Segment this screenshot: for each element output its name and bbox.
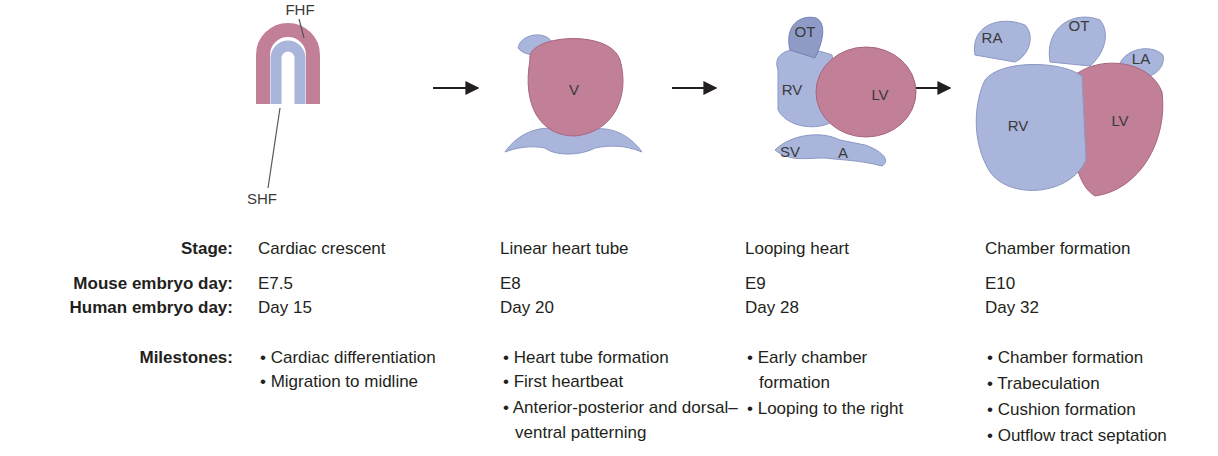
milestone-item: • Outflow tract septation: [987, 423, 1167, 448]
milestone-item: • Heart tube formation: [503, 345, 669, 370]
stage-name: Chamber formation: [985, 236, 1131, 261]
heart-label: A: [838, 144, 848, 162]
right-atrium: [974, 21, 1030, 62]
outflow-tract: [1049, 17, 1105, 66]
atrium: [775, 135, 886, 166]
embryo-day: Day 32: [985, 295, 1039, 320]
milestone-item: • Cardiac differentiation: [260, 345, 436, 370]
heart-label: FHF: [285, 1, 314, 19]
stage-name: Cardiac crescent: [258, 236, 386, 261]
row-header: Human embryo day:: [70, 295, 233, 320]
stage-arrow: [433, 87, 478, 89]
leader-line: [299, 19, 304, 38]
milestone-item: • Migration to midline: [260, 369, 418, 394]
heart-label: OT: [795, 23, 816, 41]
right-ventricle: [976, 64, 1086, 190]
ventricle: [528, 39, 623, 136]
leader-line: [268, 108, 280, 188]
heart-label: LA: [1132, 50, 1150, 68]
embryo-day: E10: [985, 271, 1015, 296]
embryo-day: Day 28: [745, 295, 799, 320]
crescent-fhf: [263, 30, 313, 104]
milestone-item: • Anterior-posterior and dorsal–ventral …: [503, 395, 760, 445]
embryo-day: E9: [745, 271, 766, 296]
stage-name: Looping heart: [745, 236, 849, 261]
row-header: Stage:: [181, 236, 233, 261]
milestone-item: • Looping to the right: [747, 396, 903, 421]
milestone-item: • Chamber formation: [987, 345, 1143, 370]
embryo-day: Day 20: [500, 295, 554, 320]
heart-label: OT: [1069, 17, 1090, 35]
outflow-tract: [789, 17, 823, 58]
heart-label: V: [569, 81, 579, 99]
embryo-day: E8: [500, 271, 521, 296]
left-ventricle: [816, 47, 916, 137]
milestone-item: • First heartbeat: [503, 369, 623, 394]
heart-label: RV: [1008, 117, 1029, 135]
embryo-day: E7.5: [258, 271, 293, 296]
row-header: Mouse embryo day:: [73, 271, 233, 296]
heart-label: RA: [982, 29, 1003, 47]
heart-label: RV: [782, 81, 803, 99]
milestone-item: • Early chamber formation: [747, 345, 899, 395]
milestone-item: • Cushion formation: [987, 397, 1136, 422]
heart-label: SV: [780, 143, 800, 161]
crescent-shf: [276, 46, 300, 104]
heart-label: SHF: [247, 190, 277, 208]
heart-label: LV: [1111, 112, 1128, 130]
stage-name: Linear heart tube: [500, 236, 629, 261]
left-ventricle: [1072, 63, 1163, 196]
heart-label: LV: [871, 86, 888, 104]
stage-arrow: [672, 87, 716, 89]
milestone-item: • Trabeculation: [987, 371, 1100, 396]
row-header: Milestones:: [139, 345, 233, 370]
embryo-day: Day 15: [258, 295, 312, 320]
